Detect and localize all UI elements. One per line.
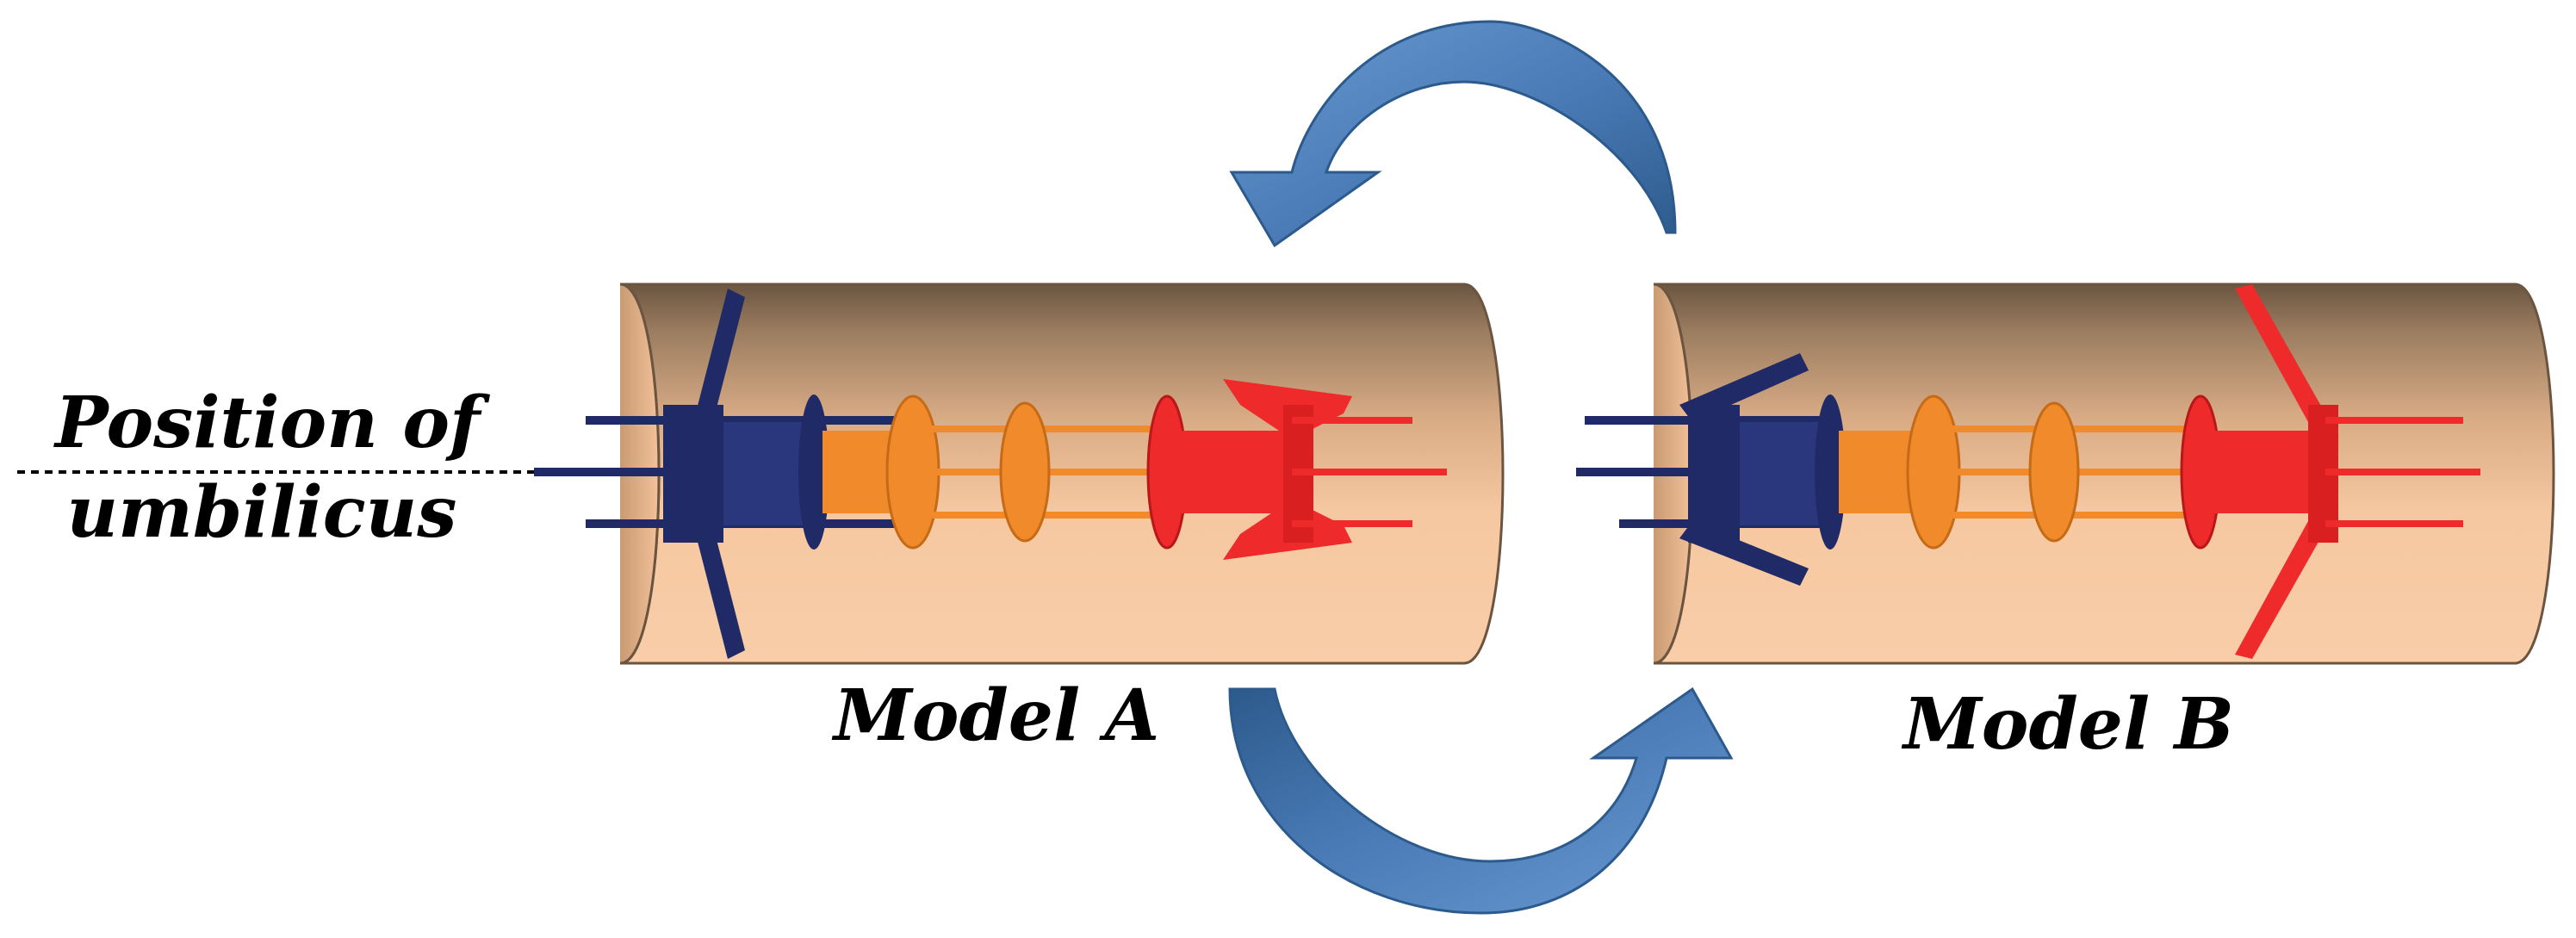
position-of-umbilicus-label: Position of umbilicus (55, 382, 481, 554)
arrow-bottom (1228, 686, 1734, 915)
model-a-label: Model A (834, 674, 1160, 757)
mechanism-model-a (534, 289, 1447, 659)
arrow-bottom-body (1228, 686, 1734, 915)
arrow-top-body (1229, 20, 1677, 248)
arrow-top (1229, 20, 1677, 248)
position-label-line1: Position of (55, 382, 481, 464)
position-label-line2: umbilicus (66, 471, 457, 554)
mechanism-model-b (1576, 284, 2480, 659)
model-b-label: Model B (1903, 683, 2234, 766)
